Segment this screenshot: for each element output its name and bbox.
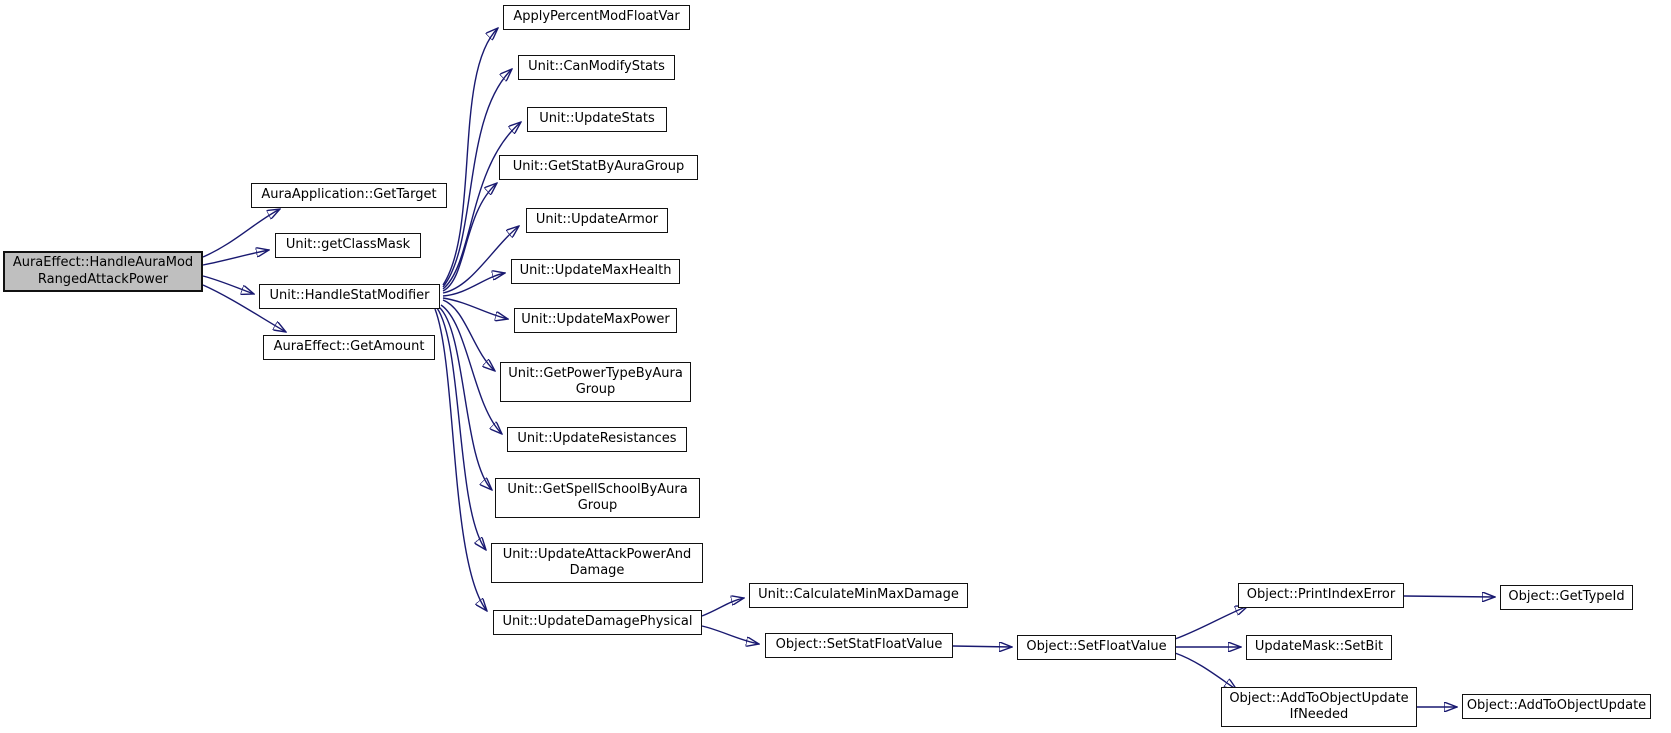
node-unit-get-class-mask[interactable]: Unit::getClassMask	[275, 233, 421, 258]
edge-main-to-get-target	[202, 209, 280, 258]
edge-hsm-to-update-damage-physical	[434, 308, 487, 611]
node-object-add-to-object-update[interactable]: Object::AddToObjectUpdate	[1462, 694, 1651, 719]
node-unit-update-resistances[interactable]: Unit::UpdateResistances	[507, 427, 687, 452]
edge-sfv-to-add-if-needed	[1174, 652, 1237, 690]
edge-sfv-to-print-index-error	[1174, 606, 1248, 640]
edge-pie-to-get-type-id	[1403, 596, 1495, 597]
edge-hsm-to-apply-percent-mod-float-var	[442, 28, 498, 286]
node-unit-update-damage-physical[interactable]: Unit::UpdateDamagePhysical	[493, 610, 702, 635]
edge-hsm-to-update-resistances	[440, 304, 502, 434]
node-unit-update-stats[interactable]: Unit::UpdateStats	[527, 107, 667, 132]
node-object-get-type-id[interactable]: Object::GetTypeId	[1500, 585, 1633, 610]
node-unit-update-attack-power-and-damage[interactable]: Unit::UpdateAttackPowerAnd Damage	[491, 543, 703, 583]
node-object-add-to-object-update-if-needed[interactable]: Object::AddToObjectUpdate IfNeeded	[1221, 687, 1417, 727]
edge-udp-to-set-stat-float-value	[701, 625, 759, 644]
edge-main-to-handle-stat-modifier	[202, 275, 254, 294]
edge-main-to-get-class-mask	[202, 250, 269, 266]
node-object-set-float-value[interactable]: Object::SetFloatValue	[1017, 635, 1176, 660]
node-object-set-stat-float-value[interactable]: Object::SetStatFloatValue	[765, 633, 953, 658]
edge-hsm-to-update-max-power	[442, 297, 508, 319]
node-object-print-index-error[interactable]: Object::PrintIndexError	[1238, 583, 1404, 608]
node-unit-update-max-health[interactable]: Unit::UpdateMaxHealth	[511, 259, 680, 284]
node-unit-get-power-type-by-aura-group[interactable]: Unit::GetPowerTypeByAura Group	[500, 362, 691, 402]
node-unit-get-stat-by-aura-group[interactable]: Unit::GetStatByAuraGroup	[499, 155, 698, 180]
node-unit-update-max-power[interactable]: Unit::UpdateMaxPower	[514, 308, 677, 333]
edge-hsm-to-get-stat-by-aura-group	[442, 183, 497, 292]
node-unit-calculate-min-max-damage[interactable]: Unit::CalculateMinMaxDamage	[749, 583, 968, 608]
node-unit-can-modify-stats[interactable]: Unit::CanModifyStats	[518, 55, 675, 80]
edge-hsm-to-update-max-health	[442, 273, 505, 297]
node-aura-effect-get-amount[interactable]: AuraEffect::GetAmount	[263, 335, 435, 360]
node-unit-get-spell-school-by-aura-group[interactable]: Unit::GetSpellSchoolByAura Group	[495, 478, 700, 518]
edge-hsm-to-can-modify-stats	[442, 69, 512, 288]
node-update-mask-set-bit[interactable]: UpdateMask::SetBit	[1246, 635, 1392, 660]
edge-hsm-to-get-spell-school	[438, 306, 492, 490]
edge-hsm-to-update-armor	[442, 226, 519, 294]
edge-hsm-to-update-attack-power	[436, 307, 486, 550]
edge-udp-to-calculate-min-max-damage	[701, 598, 744, 617]
node-unit-handle-stat-modifier[interactable]: Unit::HandleStatModifier	[259, 284, 440, 309]
node-unit-update-armor[interactable]: Unit::UpdateArmor	[526, 208, 668, 233]
edge-ssfv-to-set-float-value	[952, 646, 1012, 647]
edge-hsm-to-update-stats	[442, 122, 521, 290]
edge-hsm-to-get-power-type	[442, 299, 495, 371]
node-apply-percent-mod-float-var[interactable]: ApplyPercentModFloatVar	[503, 5, 690, 30]
edge-main-to-get-amount	[202, 284, 286, 332]
node-aura-application-get-target[interactable]: AuraApplication::GetTarget	[251, 183, 447, 208]
node-aura-effect-handle-aura-mod-ranged-attack-power[interactable]: AuraEffect::HandleAuraMod RangedAttackPo…	[3, 251, 203, 292]
